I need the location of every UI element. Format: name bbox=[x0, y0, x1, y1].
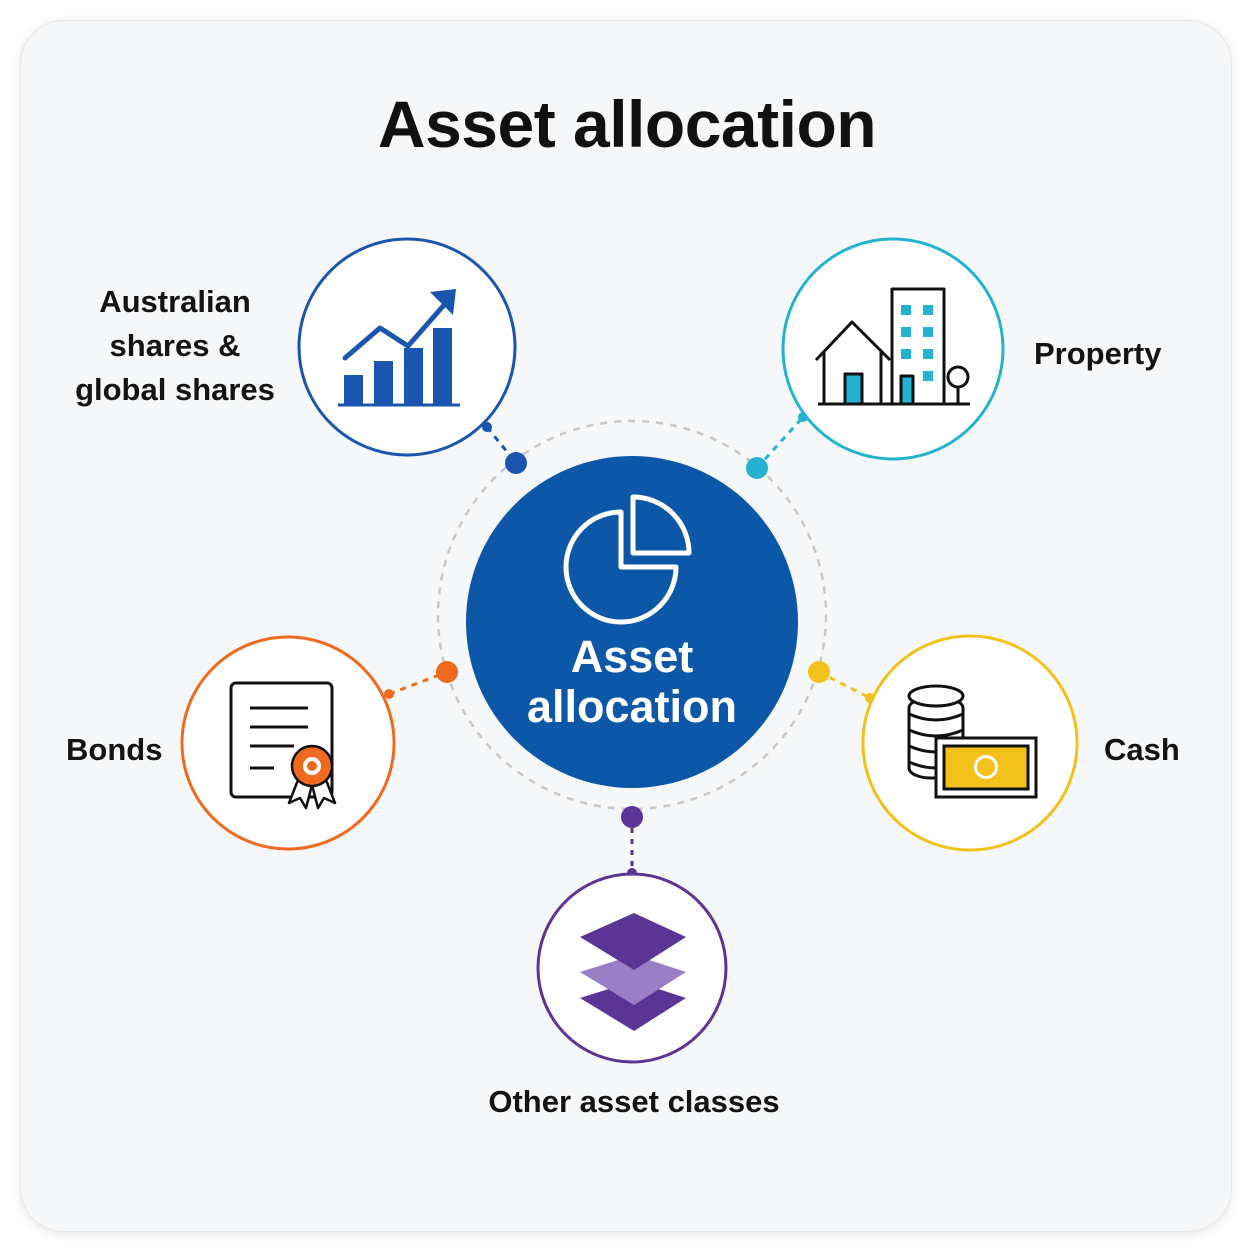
bonds-label: Bonds bbox=[66, 732, 163, 767]
center-label-line2: allocation bbox=[526, 681, 738, 732]
certificate-icon bbox=[229, 681, 337, 810]
center-label: Asset allocation bbox=[466, 632, 798, 732]
diagram-title: Asset allocation bbox=[377, 87, 877, 161]
shares-label-line1: Australian bbox=[99, 284, 251, 319]
cash-label: Cash bbox=[1104, 732, 1180, 767]
bonds-circle bbox=[180, 635, 396, 851]
connector-property bbox=[746, 412, 808, 479]
layers-icon bbox=[580, 913, 686, 1031]
property-label: Property bbox=[1034, 336, 1162, 371]
connector-shares bbox=[482, 422, 527, 474]
connector-cash bbox=[808, 661, 875, 703]
other-asset-classes-label: Other asset classes bbox=[488, 1084, 780, 1119]
bar-chart-trend-icon bbox=[338, 289, 460, 407]
shares-label: Australian shares & global shares bbox=[60, 280, 290, 412]
shares-label-line3: global shares bbox=[75, 372, 275, 407]
connector-bonds bbox=[384, 661, 458, 699]
pie-chart-icon bbox=[563, 494, 692, 625]
connector-other bbox=[621, 806, 643, 878]
shares-label-line2: shares & bbox=[109, 328, 241, 363]
buildings-icon bbox=[814, 287, 970, 406]
center-label-line1: Asset bbox=[570, 631, 694, 682]
dashed-orbit-ring bbox=[436, 419, 828, 811]
coins-banknote-icon bbox=[907, 684, 1038, 799]
